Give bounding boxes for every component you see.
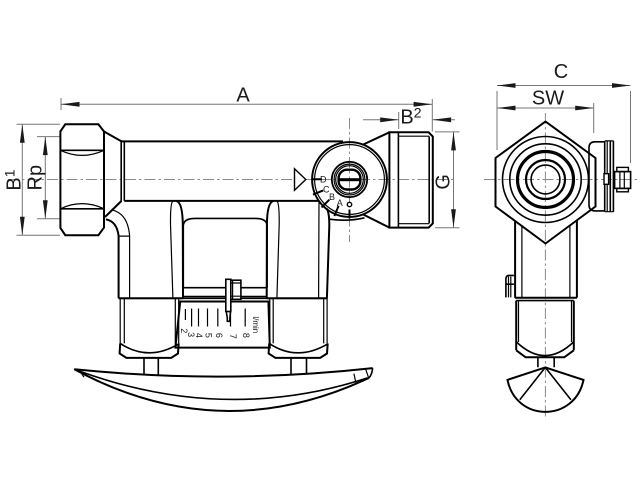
svg-text:G: G	[433, 174, 455, 190]
svg-text:C: C	[323, 184, 330, 194]
svg-text:A: A	[337, 198, 343, 208]
svg-text:4: 4	[194, 333, 204, 338]
svg-text:3: 3	[186, 332, 196, 337]
svg-text:D: D	[320, 175, 327, 185]
svg-text:5: 5	[204, 333, 214, 338]
svg-text:C: C	[554, 61, 568, 83]
svg-text:Rp: Rp	[25, 165, 47, 191]
svg-text:2: 2	[179, 328, 189, 333]
svg-text:A: A	[236, 85, 250, 107]
svg-text:l/min: l/min	[251, 316, 260, 333]
svg-text:8: 8	[241, 333, 251, 338]
svg-text:7: 7	[228, 334, 238, 339]
svg-text:B: B	[329, 192, 335, 202]
svg-text:6: 6	[214, 333, 224, 338]
svg-text:SW: SW	[532, 88, 564, 110]
